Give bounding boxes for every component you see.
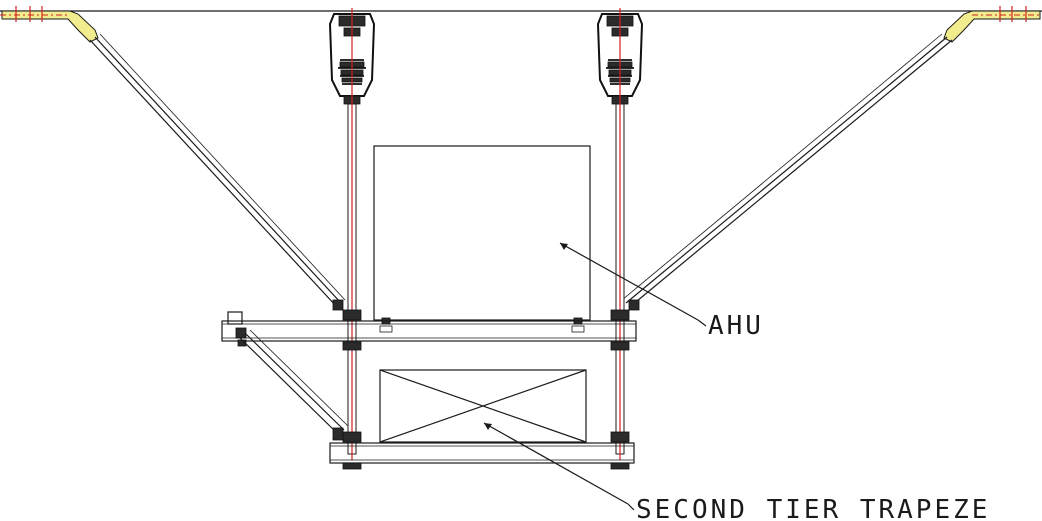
lower-trapeze-channel [329,442,635,464]
right-diagonal-brace [621,33,953,307]
lower-trapeze-nuts [332,427,630,470]
upper-trapeze-nuts [332,299,640,351]
ahu-label: AHU [708,311,764,341]
right-ceiling-anchor [943,6,1042,43]
lower-diagonal-brace [239,329,349,435]
ahu-unit [373,145,591,321]
left-threaded-rod [347,8,357,460]
second-tier-leader [483,422,635,511]
second-tier-label: SECOND TIER TRAPEZE [636,495,990,521]
left-diagonal-brace [89,33,346,307]
second-tier-unit [379,369,587,443]
upper-trapeze-channel [221,320,637,342]
left-ceiling-anchor [0,6,99,43]
ahu-leader [559,242,707,327]
left-brace-clip [227,311,247,347]
